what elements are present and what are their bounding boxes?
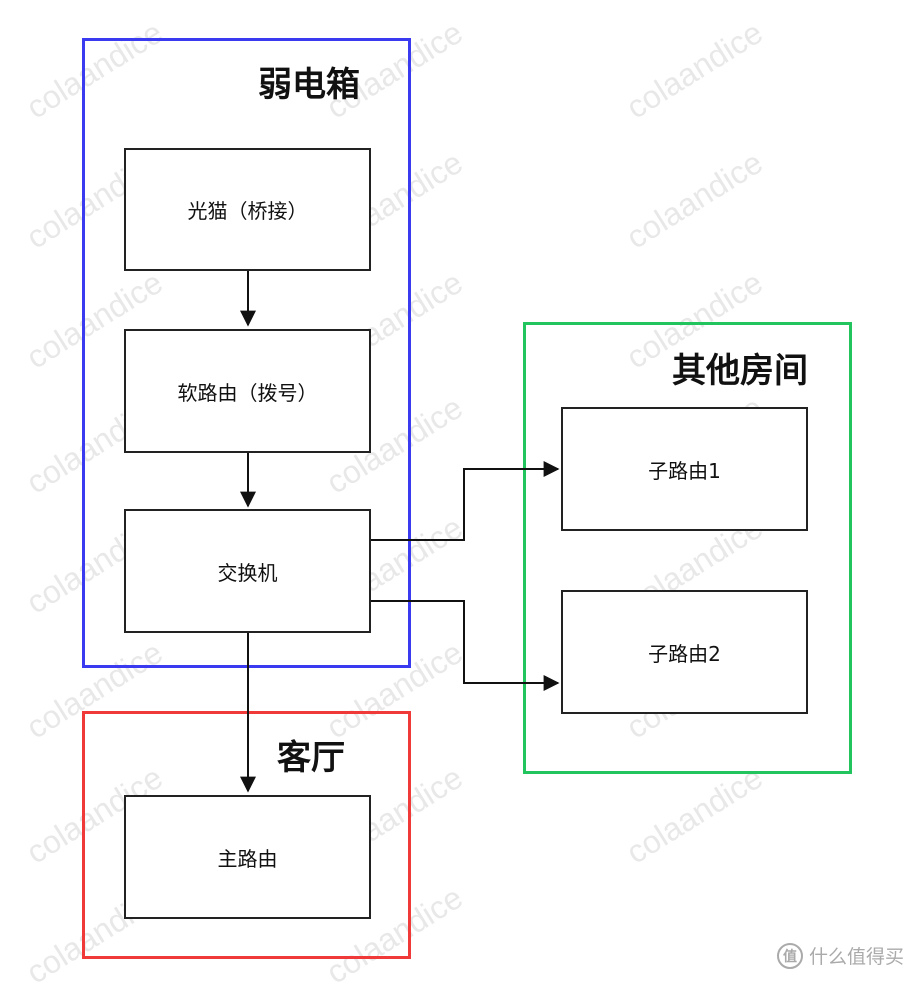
node-switch: 交换机 (124, 509, 371, 633)
site-badge: 值 什么值得买 (776, 942, 904, 969)
zhidemai-icon: 值 (776, 942, 803, 969)
node-optical-modem: 光猫（桥接） (124, 148, 371, 271)
container-weak-box-title: 弱电箱 (258, 65, 360, 105)
node-main-router: 主路由 (124, 795, 371, 919)
container-living-room-title: 客厅 (277, 738, 345, 778)
node-sub-router-2: 子路由2 (561, 590, 808, 714)
edge-switch-to-sub-router-2 (370, 600, 560, 691)
container-other-rooms-title: 其他房间 (672, 351, 808, 391)
container-living-room (82, 711, 411, 959)
container-weak-box (82, 38, 411, 668)
site-badge-text: 什么值得买 (808, 946, 904, 968)
node-soft-router: 软路由（拨号） (124, 329, 371, 453)
node-sub-router-1: 子路由1 (561, 407, 808, 531)
edge-switch-to-sub-router-1 (370, 461, 560, 541)
container-other-rooms (523, 322, 852, 774)
